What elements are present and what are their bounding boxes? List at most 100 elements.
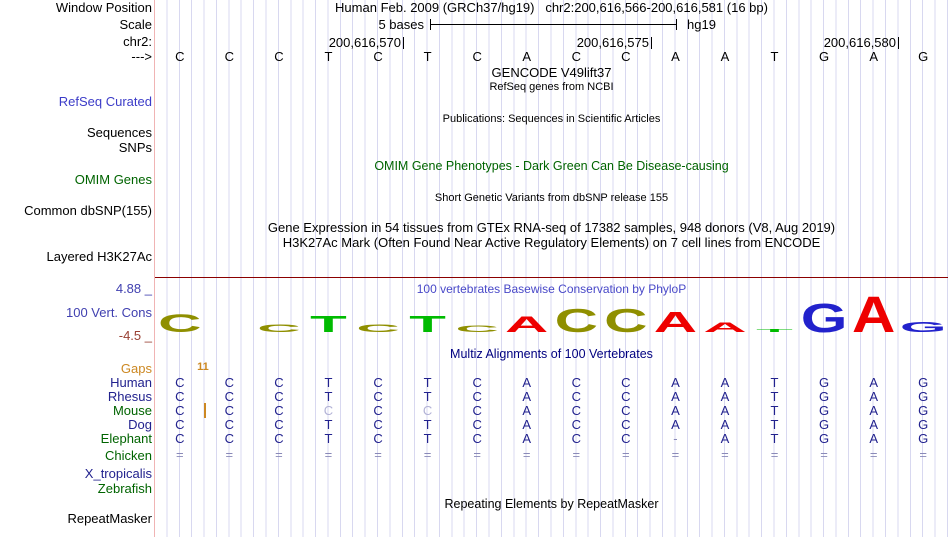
track-label-cons-min[interactable]: -4.5 _ [118,328,152,343]
logo-letter-C: C [257,322,300,334]
position-tick [898,37,899,49]
track-label-chicken[interactable]: Chicken [105,448,152,463]
alignment-cell: G [819,403,830,418]
scale-ruler-left-tick [430,19,431,30]
alignment-cell: C [621,431,631,446]
alignment-cell: C [175,375,185,390]
track-label-elephant[interactable]: Elephant [100,431,152,446]
alignment-cell: C [621,375,631,390]
alignment-cell: = [572,447,581,462]
alignment-cell: A [522,417,532,432]
track-label-layered-h3k27ac[interactable]: Layered H3K27Ac [46,249,152,264]
alignment-cell: = [671,447,680,462]
center-title-gencode[interactable]: GENCODE V49lift37 [491,65,612,80]
position-label: 200,616,570 [328,35,401,50]
base-cell: C [621,49,631,64]
alignment-cell: T [324,389,333,404]
center-title-dbsnp-title[interactable]: Short Genetic Variants from dbSNP releas… [434,192,669,204]
track-label-repeatmasker[interactable]: RepeatMasker [67,511,152,526]
track-label-common-dbsnp[interactable]: Common dbSNP(155) [24,203,152,218]
position-tick [651,37,652,49]
track-label-vert-cons[interactable]: 100 Vert. Cons [66,305,152,320]
logo-letter-G: G [900,319,947,336]
logo-letter-A: A [703,320,746,335]
center-title-omim-title[interactable]: OMIM Gene Phenotypes - Dark Green Can Be… [374,159,729,173]
alignment-cell: A [720,431,730,446]
track-label-dog[interactable]: Dog [128,417,152,432]
track-label-rhesus[interactable]: Rhesus [107,389,152,404]
alignment-cell: C [323,403,334,418]
track-label-x-tropicalis[interactable]: X_tropicalis [84,466,152,481]
center-title-phylop-title[interactable]: 100 vertebrates Basewise Conservation by… [416,282,687,296]
base-cell: T [770,49,779,64]
center-title-refseq-ncbi[interactable]: RefSeq genes from NCBI [489,81,614,93]
alignment-cell: C [274,417,284,432]
alignment-cell: G [819,389,830,404]
alignment-cell: C [472,375,482,390]
alignment-cell: C [373,431,383,446]
track-label-scale[interactable]: Scale [119,17,152,32]
track-label-strand-arrow[interactable]: ---> [131,49,152,64]
alignment-cell: T [423,375,432,390]
track-label-mouse[interactable]: Mouse [112,403,152,418]
alignment-cell: A [869,403,878,418]
alignment-cell: C [472,417,482,432]
position-label: 200,616,575 [576,35,649,50]
alignment-cell: T [770,431,779,446]
alignment-cell: A [720,403,730,418]
track-label-chrom[interactable]: chr2: [123,34,152,49]
track-label-cons-max[interactable]: 4.88 _ [115,281,152,296]
track-label-window-position[interactable]: Window Position [55,0,152,15]
track-label-omim-genes[interactable]: OMIM Genes [74,172,152,187]
alignment-cell: A [671,389,680,404]
alignment-cell: C [571,403,581,418]
gap-count-label: 11 [197,361,209,373]
alignment-cell: A [720,375,730,390]
alignment-cell: C [373,375,383,390]
alignment-cell: A [671,403,680,418]
alignment-cell: G [918,431,929,446]
logo-letter-C: C [555,303,598,340]
center-title-multiz-title[interactable]: Multiz Alignments of 100 Vertebrates [450,347,653,361]
track-label-snps[interactable]: SNPs [118,140,152,155]
alignment-cell: C [571,431,581,446]
track-label-human[interactable]: Human [110,375,152,390]
track-label-gaps[interactable]: Gaps [120,361,152,376]
logo-letter-A: A [852,286,895,343]
center-title-publications[interactable]: Publications: Sequences in Scientific Ar… [442,113,661,125]
center-title-repeat-title[interactable]: Repeating Elements by RepeatMasker [444,497,659,511]
alignment-cell: G [819,417,830,432]
track-label-zebrafish[interactable]: Zebrafish [97,481,152,496]
logo-letter-G: G [801,294,848,340]
alignment-cell: C [621,389,631,404]
alignment-cell: T [324,417,333,432]
position-label: 200,616,580 [823,35,896,50]
alignment-cell: C [621,403,631,418]
track-label-sequences[interactable]: Sequences [86,125,152,140]
track-label-refseq-curated[interactable]: RefSeq Curated [58,94,152,109]
alignment-cell: A [522,431,532,446]
base-cell: A [869,49,878,64]
alignment-cell: C [175,417,185,432]
base-cell: C [224,49,235,64]
center-title-gtex-title[interactable]: Gene Expression in 54 tissues from GTEx … [267,220,836,235]
alignment-cell: T [423,389,432,404]
alignment-cell: G [918,389,929,404]
alignment-cell: = [721,447,729,462]
base-cell: T [324,49,333,64]
alignment-cell: C [373,403,383,418]
alignment-cell: A [522,403,532,418]
center-title-h3k27ac-title[interactable]: H3K27Ac Mark (Often Found Near Active Re… [282,235,821,250]
alignment-cell: T [324,375,333,390]
alignment-cell: C [175,389,185,404]
alignment-cell: C [224,417,235,432]
alignment-cell: = [374,447,382,462]
alignment-cell: G [918,403,929,418]
alignment-cell: T [770,375,779,390]
base-cell: T [423,49,432,64]
alignment-cell: T [770,417,779,432]
